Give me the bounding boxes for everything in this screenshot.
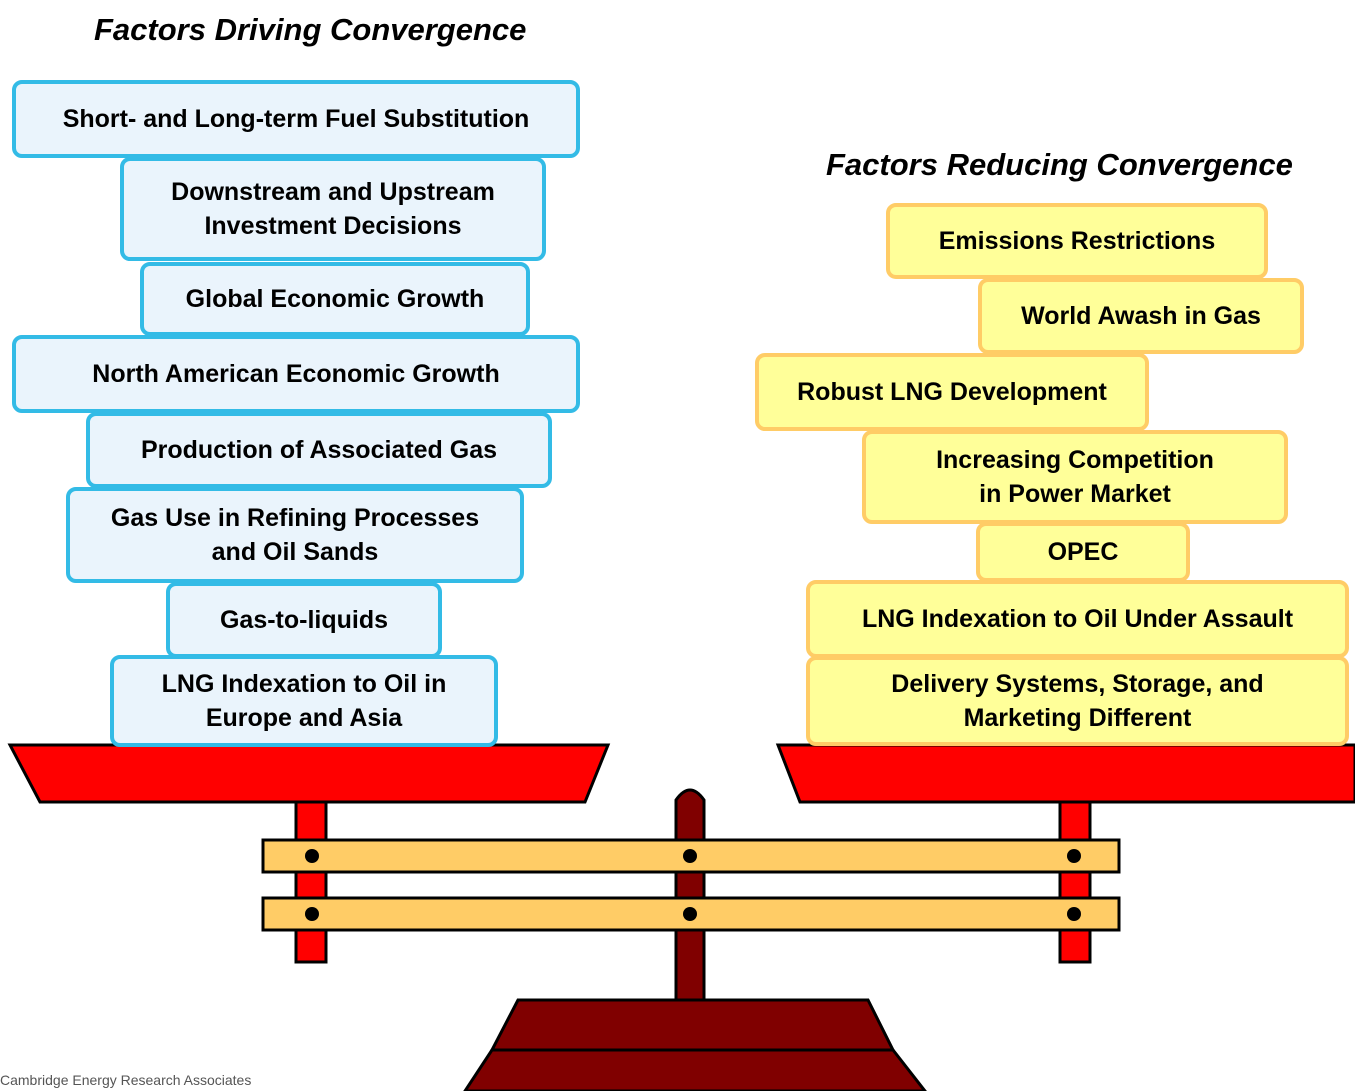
rivet (305, 907, 319, 921)
right-heading: Factors Reducing Convergence (826, 147, 1293, 182)
left-pan-stem (294, 798, 328, 964)
scale-base (463, 1048, 927, 1091)
right-factor-4-text: Increasing Competition in Power Market (936, 446, 1214, 508)
left-factor-4: North American Economic Growth (12, 335, 580, 413)
left-factor-2-text: Downstream and Upstream Investment Decis… (171, 178, 495, 240)
rivet (1067, 907, 1081, 921)
rivet (683, 907, 697, 921)
right-factor-5: OPEC (976, 522, 1190, 582)
right-factor-4: Increasing Competition in Power Market (862, 430, 1288, 524)
rivet (305, 849, 319, 863)
left-pan (7, 743, 611, 804)
scale-base-top (489, 998, 896, 1052)
rivet (1067, 849, 1081, 863)
right-pan-stem (1058, 798, 1092, 964)
left-heading: Factors Driving Convergence (94, 12, 527, 47)
left-factor-7: Gas-to-liquids (166, 582, 442, 658)
right-factor-1: Emissions Restrictions (886, 203, 1268, 279)
source-credit: Cambridge Energy Research Associates (0, 1072, 252, 1088)
left-factor-5: Production of Associated Gas (86, 412, 552, 488)
left-factor-8: LNG Indexation to Oil in Europe and Asia (110, 655, 498, 747)
right-factor-7-text: Delivery Systems, Storage, and Marketing… (891, 670, 1264, 732)
right-factor-3: Robust LNG Development (755, 353, 1149, 431)
left-factor-6-text: Gas Use in Refining Processes and Oil Sa… (110, 504, 480, 566)
left-factor-2: Downstream and Upstream Investment Decis… (120, 157, 546, 261)
center-post (674, 788, 706, 1002)
right-pan (775, 743, 1355, 804)
left-factor-1: Short- and Long-term Fuel Substitution (12, 80, 580, 158)
left-factor-8-text: LNG Indexation to Oil in Europe and Asia (161, 670, 447, 732)
rivet (683, 849, 697, 863)
left-factor-6: Gas Use in Refining Processes and Oil Sa… (66, 487, 524, 583)
left-factor-3: Global Economic Growth (140, 262, 530, 336)
right-factor-6: LNG Indexation to Oil Under Assault (806, 580, 1349, 658)
right-factor-2: World Awash in Gas (978, 278, 1304, 354)
right-factor-7: Delivery Systems, Storage, and Marketing… (806, 656, 1349, 746)
